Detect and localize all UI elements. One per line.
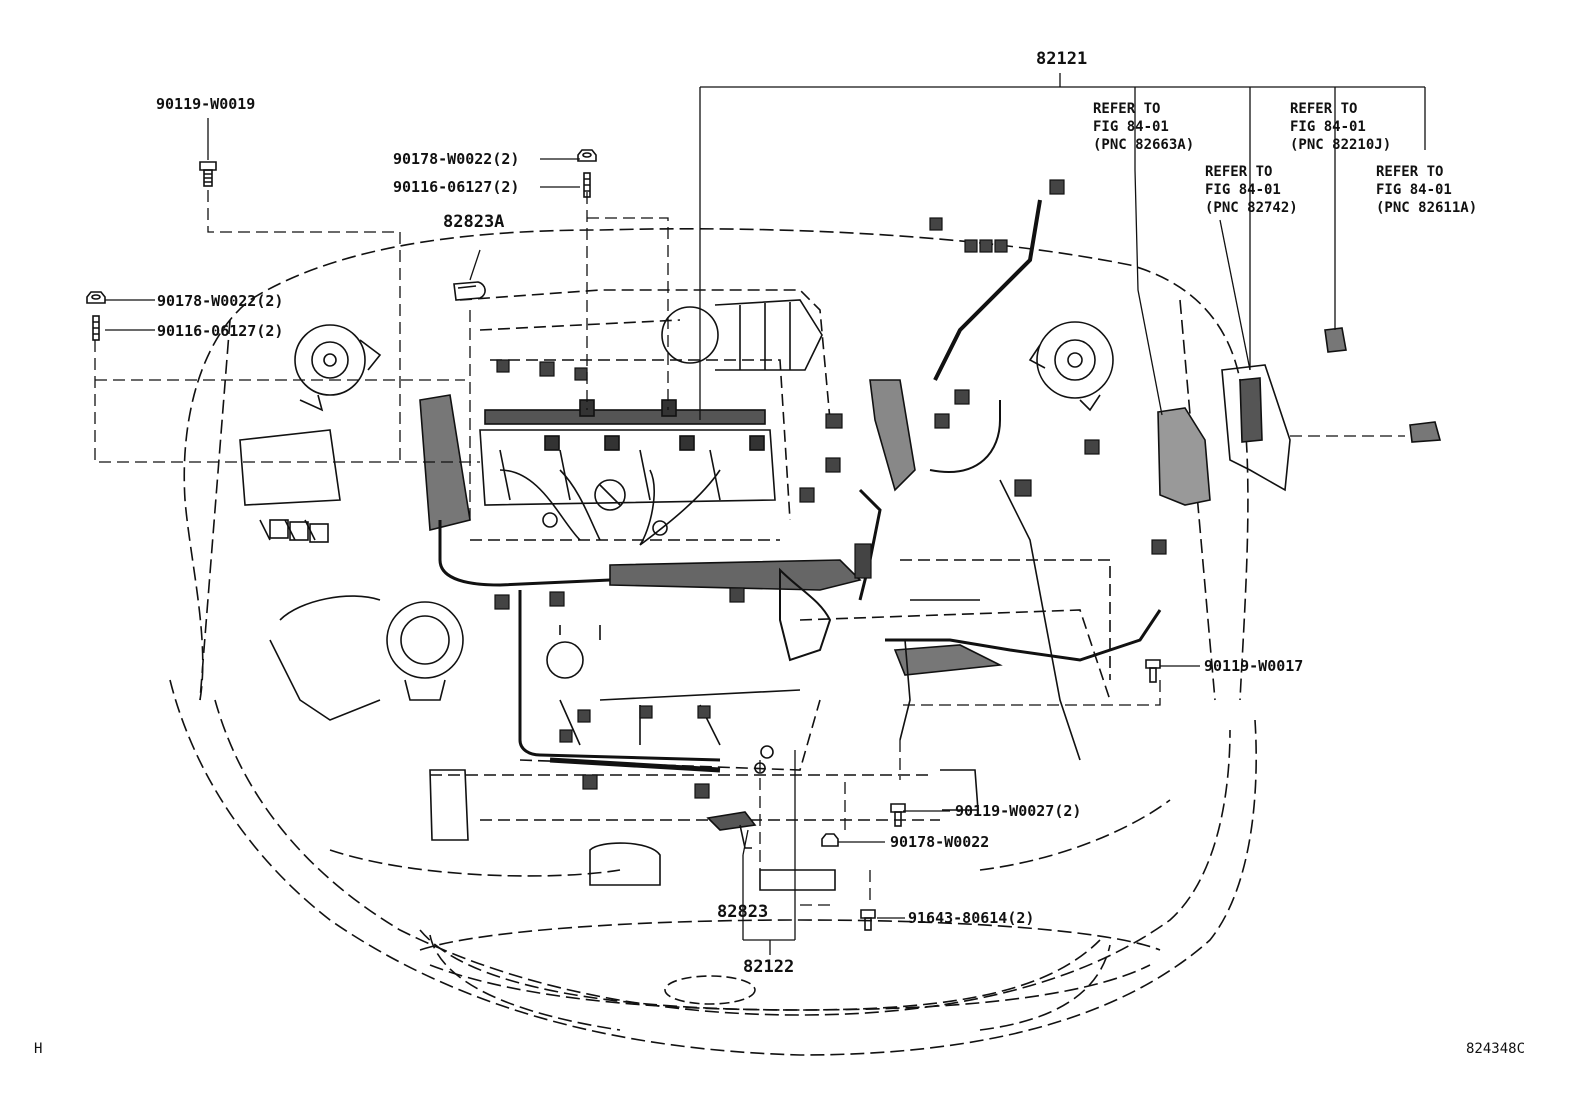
front-grille	[419, 919, 1161, 1011]
part-label-82122: 82122	[743, 957, 795, 977]
nut-icon	[754, 762, 766, 774]
refer-line: (PNC 82210J)	[1290, 137, 1392, 153]
refer-line: (PNC 82611A)	[1376, 200, 1478, 216]
connectors	[494, 179, 1167, 799]
reservoir-left	[269, 595, 464, 721]
cylinder-head	[479, 399, 776, 546]
refer-line: FIG 84-01	[1205, 182, 1281, 198]
stud-icon	[92, 315, 100, 341]
refer-line: (PNC 82663A)	[1093, 137, 1195, 153]
part-label-90116-06127-left: 90116-06127(2)	[157, 322, 284, 340]
refer-line: FIG 84-01	[1376, 182, 1452, 198]
refer-line: REFER TO	[1290, 101, 1358, 117]
refer-line: (PNC 82742)	[1205, 200, 1298, 216]
part-label-90178-w0022-left: 90178-W0022(2)	[157, 292, 284, 310]
nut-icon	[577, 149, 597, 162]
part-label-90119-w0017: 90119-W0017	[1204, 657, 1304, 675]
refer-note-82742: REFER TO FIG 84-01 (PNC 82742)	[1205, 163, 1298, 217]
refer-line: REFER TO	[1093, 101, 1161, 117]
part-label-90116-06127-top: 90116-06127(2)	[393, 178, 520, 196]
refer-line: REFER TO	[1205, 164, 1273, 180]
bolt-icon	[199, 161, 217, 187]
bolt-icon	[1145, 659, 1161, 683]
refer-line: FIG 84-01	[1290, 119, 1366, 135]
part-label-90119-w0027: 90119-W0027(2)	[955, 802, 1082, 820]
part-label-82823a: 82823A	[443, 212, 505, 232]
stud-icon	[583, 172, 591, 198]
strut-tower-left	[294, 324, 382, 412]
refer-note-82611a: REFER TO FIG 84-01 (PNC 82611A)	[1376, 163, 1477, 217]
ecu-bracket	[1157, 327, 1442, 506]
refer-note-82663a: REFER TO FIG 84-01 (PNC 82663A)	[1093, 100, 1194, 154]
part-label-90178-w0022: 90178-W0022	[890, 833, 990, 851]
part-label-90178-w0022-top: 90178-W0022(2)	[393, 150, 520, 168]
part-label-82121: 82121	[1036, 49, 1088, 69]
nut-icon	[821, 833, 839, 847]
bolt-icon	[890, 803, 906, 827]
dashed-leaders	[94, 190, 1161, 906]
strut-tower-right	[1028, 321, 1114, 412]
refer-line: FIG 84-01	[1093, 119, 1169, 135]
nut-icon	[86, 291, 106, 304]
bolt-icon	[860, 909, 876, 931]
air-filter	[661, 299, 823, 371]
corner-mark-left: H	[34, 1041, 43, 1057]
leader-lines	[105, 73, 1426, 955]
harness-main	[419, 199, 1162, 773]
clip-icon	[453, 281, 486, 301]
battery	[239, 429, 341, 543]
refer-line: REFER TO	[1376, 164, 1444, 180]
figure-code: 824348C	[1466, 1041, 1526, 1057]
nut-icon	[760, 745, 774, 759]
part-label-90119-w0019: 90119-W0019	[156, 95, 256, 113]
lower-components	[429, 625, 979, 891]
refer-note-82210j: REFER TO FIG 84-01 (PNC 82210J)	[1290, 100, 1391, 154]
part-label-91643-80614: 91643-80614(2)	[908, 909, 1035, 927]
part-label-82823: 82823	[717, 902, 769, 922]
